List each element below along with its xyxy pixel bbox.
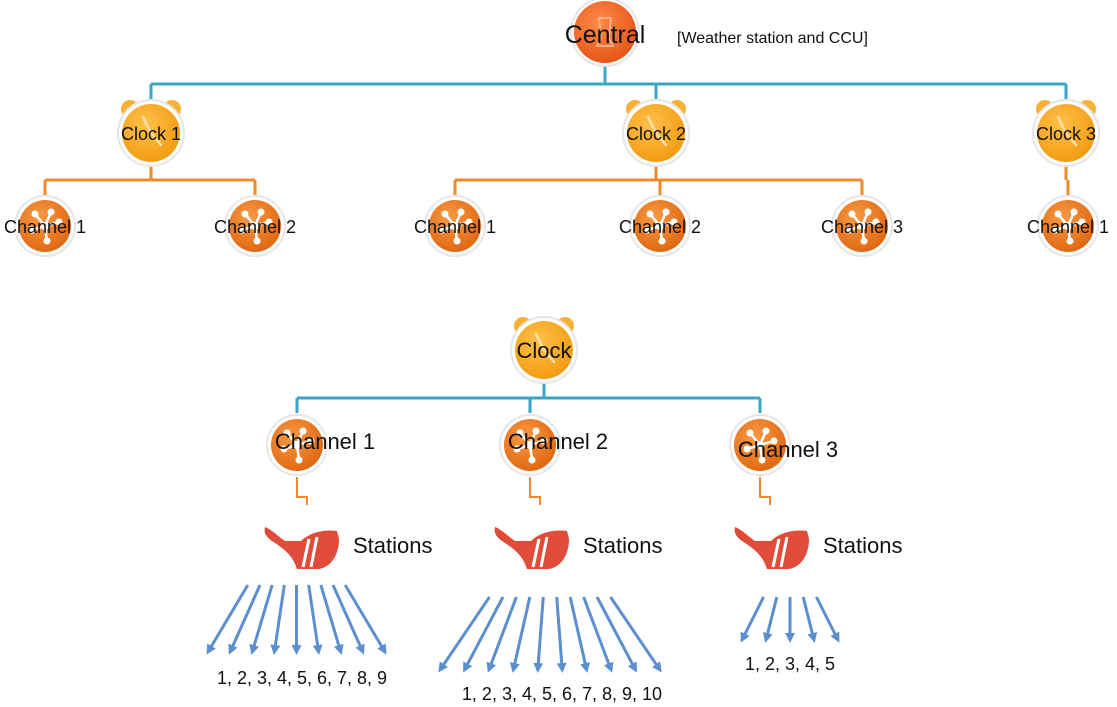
station-numbers: 1, 2, 3, 4, 5, 6, 7, 8, 9, 10 xyxy=(462,684,662,704)
channel-to-stations-connector xyxy=(759,477,771,505)
station-arrow xyxy=(555,596,567,673)
channel-label: Channel 1 xyxy=(4,217,86,237)
stations-label: Stations xyxy=(353,533,433,558)
sprinkler-icon xyxy=(733,525,811,571)
station-arrow xyxy=(533,596,545,673)
station-arrow xyxy=(463,596,505,673)
station-arrow xyxy=(486,596,518,673)
channel-to-stations-connector xyxy=(529,477,541,505)
station-arrow xyxy=(228,584,262,655)
clock-label: Clock 1 xyxy=(121,124,181,144)
station-arrow xyxy=(343,584,387,655)
station-arrow xyxy=(595,596,637,673)
bottom-channel-label: Channel 2 xyxy=(508,429,608,454)
station-arrow xyxy=(331,584,365,655)
station-arrow xyxy=(206,584,250,655)
bottom-channel-label: Channel 3 xyxy=(738,437,838,462)
sprinkler-icon xyxy=(493,525,571,571)
station-arrow xyxy=(509,596,532,673)
station-arrow xyxy=(582,596,614,673)
central-label: Central xyxy=(565,21,646,49)
station-arrows: 1, 2, 3, 4, 5, 6, 7, 8, 9 1, 2, 3, 4, 5, … xyxy=(206,584,840,704)
station-numbers: 1, 2, 3, 4, 5 xyxy=(745,654,835,674)
station-arrow xyxy=(609,596,662,673)
station-arrow xyxy=(762,596,779,643)
channel-label: Channel 2 xyxy=(214,217,296,237)
bottom-channel-label: Channel 1 xyxy=(275,429,375,454)
bottom-clock-label: Clock xyxy=(516,338,572,363)
bottom-tree-connectors xyxy=(295,384,771,505)
station-arrow xyxy=(307,584,323,655)
channel-label: Channel 1 xyxy=(414,217,496,237)
clock-label: Clock 3 xyxy=(1036,124,1096,144)
stations-label: Stations xyxy=(583,533,663,558)
station-arrow xyxy=(438,596,491,673)
sprinkler-icon xyxy=(263,525,341,571)
station-numbers: 1, 2, 3, 4, 5, 6, 7, 8, 9 xyxy=(217,668,387,688)
station-arrow xyxy=(270,584,286,655)
clock-label: Clock 2 xyxy=(626,124,686,144)
channel-label: Channel 2 xyxy=(619,217,701,237)
channel-to-stations-connector xyxy=(296,477,308,505)
station-arrow xyxy=(801,596,818,643)
top-tree-connectors xyxy=(43,66,1070,196)
station-arrow xyxy=(740,596,765,643)
station-arrow xyxy=(815,596,840,643)
station-arrow xyxy=(249,584,274,655)
channel-label: Channel 3 xyxy=(821,217,903,237)
station-arrow xyxy=(568,596,591,673)
top-tree-nodes: Central [Weather station and CCU] Clock 1 C… xyxy=(4,0,1109,258)
stations-label: Stations xyxy=(823,533,903,558)
weather-station-icon xyxy=(574,1,636,63)
central-node xyxy=(570,0,640,67)
channel-label: Channel 1 xyxy=(1027,217,1109,237)
station-arrow xyxy=(319,584,344,655)
central-sublabel: [Weather station and CCU] xyxy=(677,30,868,47)
